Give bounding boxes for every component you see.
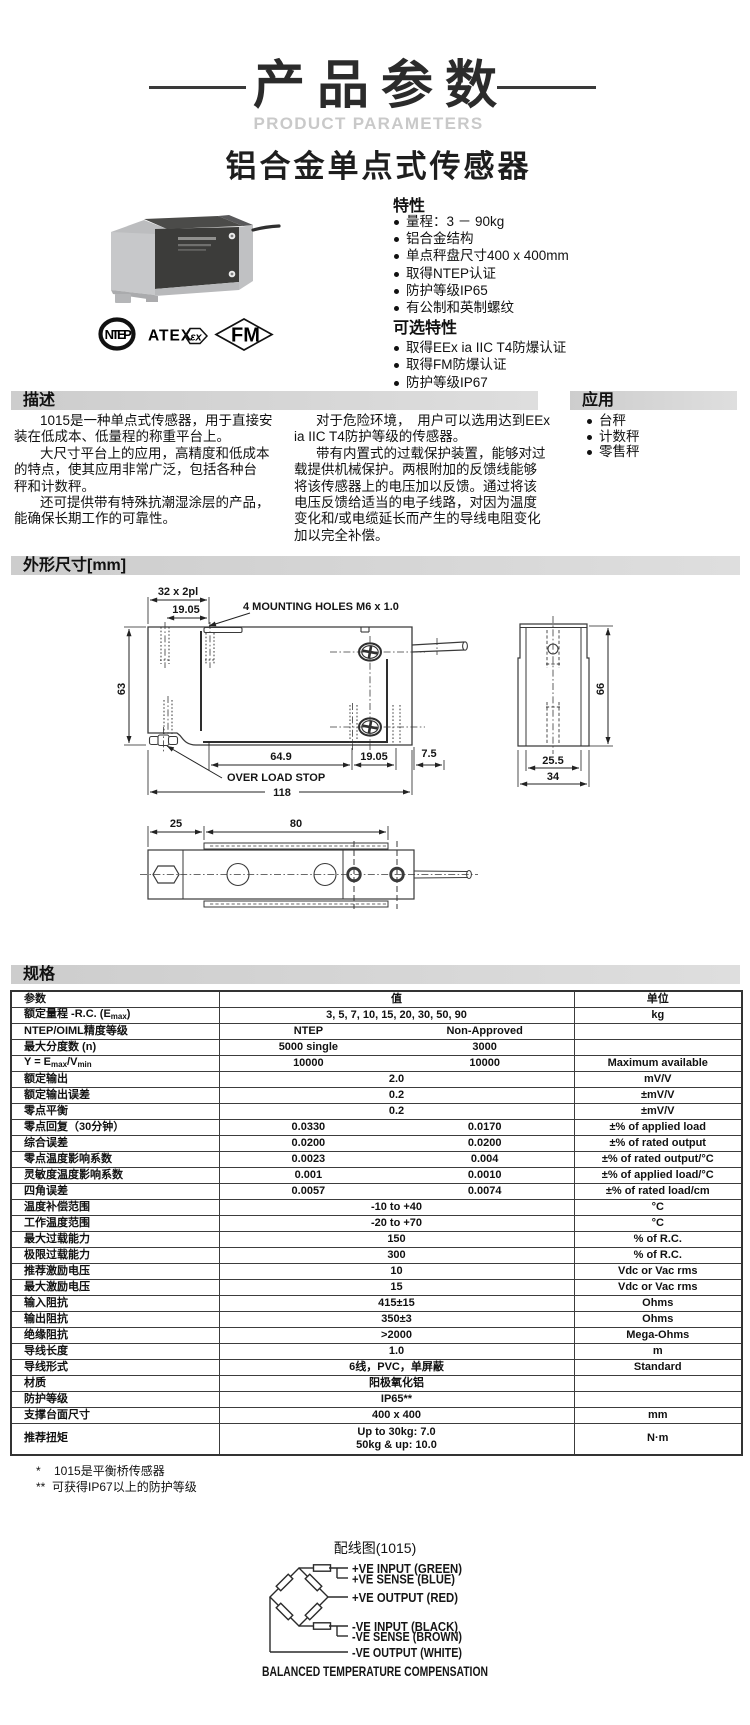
svg-text:-VE INPUT (BLACK): -VE INPUT (BLACK)	[352, 1619, 458, 1634]
svg-text:25: 25	[170, 818, 182, 830]
svg-text:ATEX: ATEX	[148, 328, 192, 345]
svg-text:32 x 2pl: 32 x 2pl	[158, 586, 198, 598]
svg-text:+VE INPUT (GREEN): +VE INPUT (GREEN)	[352, 1561, 462, 1576]
svg-text:FM: FM	[231, 325, 260, 347]
svg-text:4 MOUNTING HOLES M6 x 1.0: 4 MOUNTING HOLES M6 x 1.0	[243, 601, 399, 613]
svg-text:εx: εx	[190, 332, 202, 344]
svg-text:25.5: 25.5	[542, 755, 563, 767]
svg-text:63: 63	[116, 683, 128, 695]
svg-text:66: 66	[595, 683, 607, 695]
svg-text:-VE OUTPUT (WHITE): -VE OUTPUT (WHITE)	[352, 1645, 462, 1660]
svg-text:19.05: 19.05	[360, 751, 388, 763]
svg-text:118: 118	[273, 787, 291, 799]
svg-text:+VE OUTPUT (RED): +VE OUTPUT (RED)	[352, 1590, 458, 1605]
svg-text:34: 34	[547, 771, 560, 783]
svg-text:+VE SENSE (BLUE): +VE SENSE (BLUE)	[352, 1572, 455, 1587]
svg-text:BALANCED TEMPERATURE COMPENSAT: BALANCED TEMPERATURE COMPENSATION	[262, 1663, 488, 1679]
svg-text:7.5: 7.5	[421, 748, 436, 760]
svg-text:OVER LOAD STOP: OVER LOAD STOP	[227, 772, 325, 784]
svg-text:NTEP: NTEP	[105, 327, 133, 342]
svg-text:64.9: 64.9	[270, 751, 291, 763]
svg-text:19.05: 19.05	[172, 604, 200, 616]
svg-text:-VE SENSE (BROWN): -VE SENSE (BROWN)	[352, 1629, 462, 1644]
svg-text:80: 80	[290, 818, 302, 830]
